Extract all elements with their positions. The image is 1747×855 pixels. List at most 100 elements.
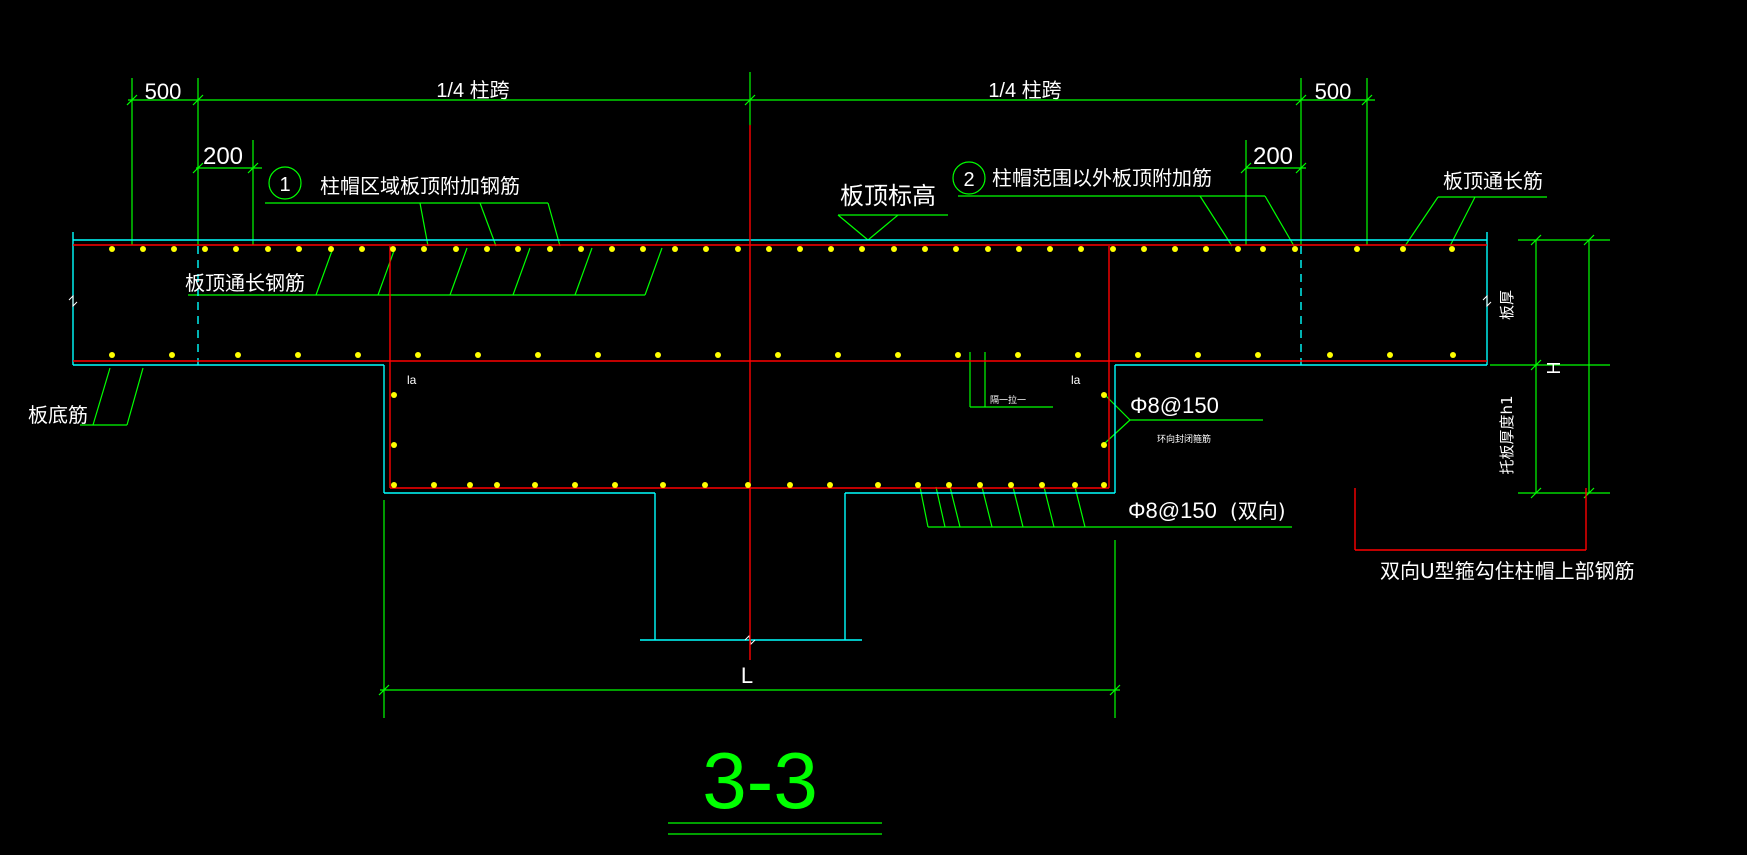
bottom-rebar-dot — [1135, 352, 1141, 358]
top-rebar-dot — [922, 246, 928, 252]
top-rebar-dot — [140, 246, 146, 252]
section-title: 3-3 — [702, 736, 818, 825]
top-rebar-dot — [891, 246, 897, 252]
dim-bottom-L: L — [741, 663, 753, 688]
circle-1-number: 1 — [279, 174, 290, 196]
top-rebar-dot — [640, 246, 646, 252]
drop-rebar-dot — [702, 482, 708, 488]
drop-side-dot — [1101, 442, 1107, 448]
bottom-rebar-dot — [1327, 352, 1333, 358]
top-rebar-dot — [265, 246, 271, 252]
bottom-rebar-dot — [835, 352, 841, 358]
label-la-left: la — [407, 373, 417, 387]
top-rebar-dot — [296, 246, 302, 252]
dimension-texts: 500 1/4 柱跨 1/4 柱跨 500 200 200 L H 板厚 托板厚… — [145, 79, 1564, 688]
drop-side-dot — [391, 392, 397, 398]
drop-side-dot — [1101, 392, 1107, 398]
rebar-dots — [109, 246, 1456, 488]
top-rebar-dot — [1078, 246, 1084, 252]
drop-rebar-dot — [745, 482, 751, 488]
top-rebar-dot — [171, 246, 177, 252]
drop-rebar-dot — [977, 482, 983, 488]
bottom-rebar-dot — [295, 352, 301, 358]
bottom-rebar-dot — [1450, 352, 1456, 358]
top-rebar-dot — [1400, 246, 1406, 252]
top-rebar-dot — [672, 246, 678, 252]
dim-left-500: 500 — [145, 79, 182, 104]
drop-rebar-dot — [1008, 482, 1014, 488]
bottom-rebar-dot — [715, 352, 721, 358]
top-rebar-dot — [109, 246, 115, 252]
top-rebar-dot — [578, 246, 584, 252]
top-rebar-dot — [453, 246, 459, 252]
bottom-rebar-dot — [1387, 352, 1393, 358]
drop-rebar-dot — [660, 482, 666, 488]
annotation-texts: 1 柱帽区域板顶附加钢筋 2 柱帽范围以外板顶附加筋 板顶标高 板顶通长筋 板顶… — [28, 166, 1635, 825]
drop-rebar-dot — [787, 482, 793, 488]
top-rebar-dot — [1235, 246, 1241, 252]
dim-right-500: 500 — [1315, 79, 1352, 104]
label-hoop-desc: 环向封闭箍筋 — [1157, 433, 1211, 445]
label-slab-top-through-right: 板顶通长筋 — [1443, 169, 1543, 193]
label-bottom-spec: Φ8@150 — [1128, 498, 1217, 523]
drop-rebar-dot — [612, 482, 618, 488]
bottom-rebar-dot — [895, 352, 901, 358]
drop-rebar-dot — [572, 482, 578, 488]
bottom-rebar-dot — [535, 352, 541, 358]
drop-rebar-dot — [431, 482, 437, 488]
dim-left-200: 200 — [203, 143, 243, 170]
top-rebar-dot — [1449, 246, 1455, 252]
top-rebar-dot — [547, 246, 553, 252]
callout-circle-2 — [952, 161, 986, 195]
top-rebar-dot — [797, 246, 803, 252]
drop-rebar-dot — [1101, 482, 1107, 488]
drop-rebar-dot — [467, 482, 473, 488]
drop-rebar-dot — [494, 482, 500, 488]
label-hoop-spec: Φ8@150 — [1130, 393, 1219, 418]
bottom-rebar-dot — [1255, 352, 1261, 358]
label-bottom-spec-dir: (双向) — [1230, 499, 1286, 523]
top-rebar-dot — [1172, 246, 1178, 252]
drop-rebar-dot — [532, 482, 538, 488]
top-rebar-dot — [1260, 246, 1266, 252]
drop-side-dot — [391, 442, 397, 448]
bottom-rebar-dot — [169, 352, 175, 358]
top-rebar-dot — [1292, 246, 1298, 252]
bottom-rebar-dot — [235, 352, 241, 358]
dim-right-quarter: 1/4 柱跨 — [988, 79, 1061, 102]
top-rebar-dot — [953, 246, 959, 252]
bottom-rebar-dot — [595, 352, 601, 358]
dim-right-200: 200 — [1253, 143, 1293, 170]
top-rebar-dot — [1203, 246, 1209, 252]
drop-rebar-dot — [391, 482, 397, 488]
drop-rebar-dot — [946, 482, 952, 488]
bottom-rebar-dot — [415, 352, 421, 358]
top-rebar-dot — [390, 246, 396, 252]
label-slab-top-through-left: 板顶通长钢筋 — [185, 271, 305, 295]
label-stirrup-tie: 隔一拉一 — [990, 394, 1026, 406]
label-u-stirrup: 双向U型箍勾住柱帽上部钢筋 — [1380, 559, 1635, 583]
bottom-rebar-dot — [775, 352, 781, 358]
label-la-right: la — [1071, 373, 1081, 387]
top-rebar-dot — [328, 246, 334, 252]
bottom-rebar-dot — [475, 352, 481, 358]
drop-rebar-dot — [915, 482, 921, 488]
drop-rebar-dot — [875, 482, 881, 488]
top-rebar-dot — [766, 246, 772, 252]
bottom-rebar-dot — [109, 352, 115, 358]
top-rebar-dot — [1141, 246, 1147, 252]
bottom-rebar-dot — [1015, 352, 1021, 358]
dim-drop-thickness: 托板厚度h1 — [1498, 395, 1516, 474]
bottom-rebar-dot — [1075, 352, 1081, 358]
top-rebar-dot — [1110, 246, 1116, 252]
drop-rebar-dot — [1039, 482, 1045, 488]
bottom-rebar-dot — [655, 352, 661, 358]
rebar-lines — [73, 125, 1587, 660]
break-marks — [68, 294, 1492, 645]
label-slab-bottom: 板底筋 — [28, 403, 88, 427]
top-rebar-dot — [1016, 246, 1022, 252]
bottom-rebar-dot — [1195, 352, 1201, 358]
bottom-rebar-dot — [355, 352, 361, 358]
top-rebar-dot — [233, 246, 239, 252]
circle-2-number: 2 — [963, 169, 974, 191]
